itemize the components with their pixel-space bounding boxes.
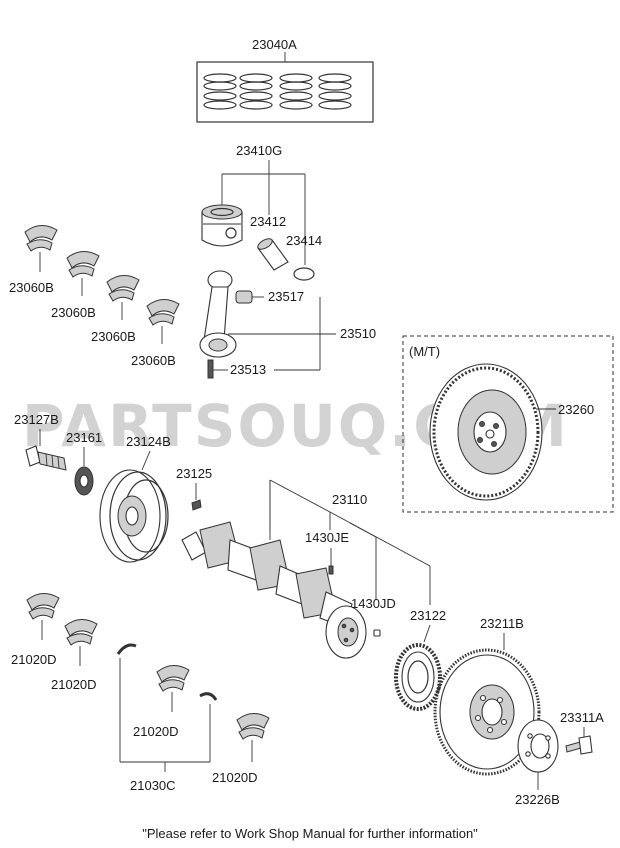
woodruff-key-23125[interactable]	[191, 499, 202, 511]
piston-pin-23412[interactable]	[256, 237, 289, 271]
rod-bolt-23513[interactable]	[207, 359, 214, 379]
bearing-23060B-1[interactable]	[24, 225, 58, 272]
leader-21030C	[119, 658, 211, 772]
bearing-23060B-2[interactable]	[66, 251, 100, 296]
label-23510[interactable]: 23510	[340, 326, 376, 341]
label-21020D-2[interactable]: 21020D	[51, 677, 97, 692]
leader-23510	[213, 296, 336, 371]
label-23124B[interactable]: 23124B	[126, 434, 171, 449]
label-23517[interactable]: 23517	[268, 289, 304, 304]
label-23060B-2[interactable]: 23060B	[51, 305, 96, 320]
leader-23110	[269, 479, 431, 605]
label-23127B[interactable]: 23127B	[14, 412, 59, 427]
mt-flywheel-box	[402, 335, 614, 513]
washer-23161[interactable]	[74, 466, 94, 496]
crankshaft-sprocket-23122[interactable]	[394, 643, 442, 711]
label-21020D-4[interactable]: 21020D	[212, 770, 258, 785]
crankshaft-23110[interactable]	[181, 480, 367, 659]
pin-1430JD[interactable]	[373, 629, 381, 637]
piston-ring-set-23040A[interactable]	[196, 52, 374, 123]
label-23513[interactable]: 23513	[230, 362, 266, 377]
label-1430JD[interactable]: 1430JD	[351, 596, 396, 611]
label-1430JE[interactable]: 1430JE	[305, 530, 349, 545]
label-23125[interactable]: 23125	[176, 466, 212, 481]
label-21020D-1[interactable]: 21020D	[11, 652, 57, 667]
label-23414[interactable]: 23414	[286, 233, 322, 248]
adapter-plate-23226B[interactable]	[517, 719, 559, 773]
thrust-washer-21030C[interactable]	[116, 643, 218, 701]
mt-box-title: (M/T)	[409, 344, 440, 359]
main-bearing-21020D-1[interactable]	[26, 593, 60, 640]
label-23060B-3[interactable]: 23060B	[91, 329, 136, 344]
label-23122[interactable]: 23122	[410, 608, 446, 623]
leader-23410G	[221, 160, 306, 265]
label-23412[interactable]: 23412	[250, 214, 286, 229]
rod-bushing-23517[interactable]	[235, 290, 253, 304]
label-21030C[interactable]: 21030C	[130, 778, 176, 793]
main-bearing-21020D-2[interactable]	[64, 619, 98, 666]
pin-1430JE[interactable]	[328, 565, 334, 575]
drive-plate-23211B[interactable]	[433, 648, 541, 776]
label-23226B[interactable]: 23226B	[515, 792, 560, 807]
label-23060B-4[interactable]: 23060B	[131, 353, 176, 368]
label-23110[interactable]: 23110	[332, 492, 367, 507]
piston[interactable]	[201, 204, 243, 247]
label-23040A[interactable]: 23040A	[252, 37, 297, 52]
crankshaft-pulley-23124B[interactable]	[99, 469, 169, 563]
connecting-rod-23510[interactable]	[199, 270, 237, 358]
label-21020D-3[interactable]: 21020D	[133, 724, 179, 739]
bearing-23060B-3[interactable]	[106, 275, 140, 320]
label-23311A[interactable]: 23311A	[560, 710, 604, 725]
snap-ring-23414[interactable]	[293, 267, 315, 281]
label-23410G[interactable]: 23410G	[236, 143, 282, 158]
drive-plate-bolt-23311A[interactable]	[565, 735, 593, 755]
pulley-bolt-23127B[interactable]	[25, 445, 67, 471]
label-23161[interactable]: 23161	[66, 430, 102, 445]
main-bearing-21020D-4[interactable]	[236, 713, 270, 762]
label-23260[interactable]: 23260	[558, 402, 594, 417]
dual-mass-flywheel-23260[interactable]	[429, 363, 543, 501]
label-23060B-1[interactable]: 23060B	[9, 280, 54, 295]
label-23211B[interactable]: 23211B	[480, 616, 524, 631]
footer-note: "Please refer to Work Shop Manual for fu…	[142, 826, 478, 841]
main-bearing-21020D-3[interactable]	[156, 665, 190, 712]
bearing-23060B-4[interactable]	[146, 299, 180, 344]
